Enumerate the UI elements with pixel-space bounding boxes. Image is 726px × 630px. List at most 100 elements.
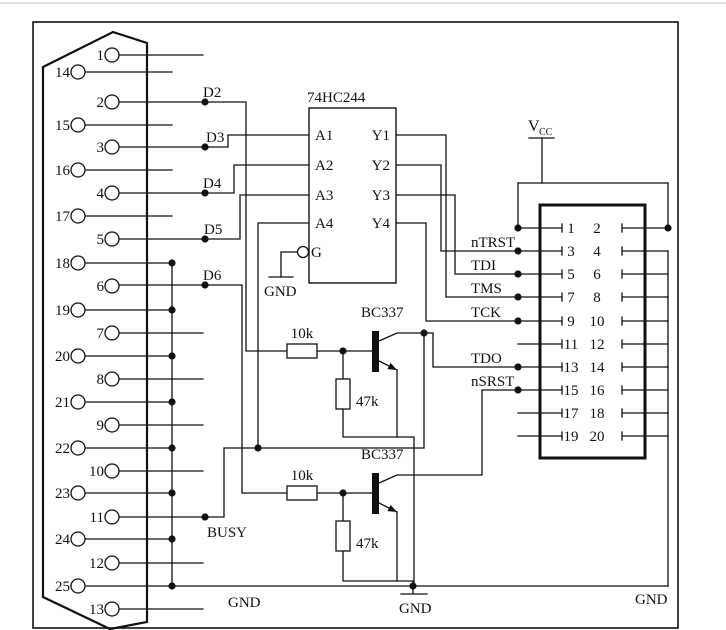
db25-pin-circle-1	[104, 47, 120, 63]
label-16: 16	[590, 383, 606, 399]
db25-pin-circle-4	[104, 185, 120, 201]
junction-dot-12	[168, 535, 176, 543]
label-tdo: TDO	[471, 351, 502, 367]
emitter-arrow-0	[387, 362, 397, 370]
label-a4: A4	[315, 216, 334, 232]
label-tdi: TDI	[471, 258, 496, 274]
label-5: 5	[97, 232, 105, 248]
label-13: 13	[564, 360, 579, 376]
db25-pin-circle-6	[104, 278, 120, 294]
transistor-base-bar-0	[372, 331, 379, 372]
resistor-body-1	[335, 378, 351, 410]
label-3: 3	[97, 140, 105, 156]
label-10k: 10k	[291, 468, 314, 484]
label-1: 1	[567, 221, 575, 237]
label-nsrst: nSRST	[471, 374, 514, 390]
wire-26	[257, 222, 310, 449]
junction-dot-2	[201, 189, 209, 197]
label-22: 22	[55, 441, 70, 457]
label-4: 4	[593, 244, 601, 260]
label-21: 21	[55, 395, 70, 411]
label-9: 9	[567, 314, 575, 330]
label-tck: TCK	[471, 305, 501, 321]
junction-dot-3	[201, 235, 209, 243]
label-cc: CC	[539, 127, 553, 138]
wire-31	[395, 194, 519, 275]
label-y3: Y3	[372, 188, 390, 204]
label-ntrst: nTRST	[471, 235, 515, 251]
db25-pin-circle-11	[104, 509, 120, 525]
label-15: 15	[564, 383, 579, 399]
label-74hc244: 74HC244	[307, 90, 366, 106]
resistor-body-0	[286, 343, 318, 359]
wire-30	[395, 164, 519, 252]
label-7: 7	[97, 326, 105, 342]
wire-2	[118, 101, 288, 352]
label-47k: 47k	[356, 394, 379, 410]
label-14: 14	[55, 65, 71, 81]
junction-dot-10	[168, 444, 176, 452]
junction-dot-0	[201, 98, 209, 106]
db25-pin-circle-3	[104, 139, 120, 155]
junction-dot-1	[201, 143, 209, 151]
label-gnd: GND	[264, 284, 297, 300]
db25-pin-circle-24	[70, 531, 86, 547]
label-20: 20	[590, 429, 605, 445]
label-a2: A2	[315, 158, 333, 174]
label-24: 24	[55, 532, 71, 548]
wire-27	[280, 251, 298, 278]
junction-dot-18	[409, 582, 417, 590]
db25-pin-circle-17	[70, 208, 86, 224]
label-18: 18	[55, 256, 70, 272]
label-2: 2	[593, 221, 601, 237]
label-15: 15	[55, 118, 70, 134]
label-d4: D4	[203, 176, 222, 192]
label-3: 3	[567, 244, 575, 260]
label-v: V	[528, 118, 540, 135]
label-5: 5	[567, 267, 575, 283]
label-47k: 47k	[356, 536, 379, 552]
wire-4	[118, 134, 310, 148]
db25-pin-circle-18	[70, 255, 86, 271]
db25-pin-circle-9	[104, 417, 120, 433]
wire-43	[378, 389, 519, 484]
db25-pin-circle-22	[70, 440, 86, 456]
label-13: 13	[89, 602, 104, 618]
label-y2: Y2	[372, 158, 390, 174]
label-d5: D5	[204, 222, 222, 238]
db25-pin-circle-8	[104, 371, 120, 387]
junction-dot-14	[339, 347, 347, 355]
db25-pin-circle-7	[104, 325, 120, 341]
junction-dot-17	[420, 329, 428, 337]
label-12: 12	[590, 337, 605, 353]
wire-6	[118, 164, 310, 194]
db25-pin-circle-20	[70, 348, 86, 364]
label-8: 8	[97, 372, 105, 388]
label-18: 18	[590, 406, 605, 422]
label-12: 12	[89, 556, 104, 572]
db25-pin-circle-2	[104, 94, 120, 110]
label-y1: Y1	[372, 128, 390, 144]
label-6: 6	[593, 267, 601, 283]
junction-dot-22	[514, 293, 522, 301]
db25-pin-circle-15	[70, 117, 86, 133]
label-19: 19	[564, 429, 579, 445]
label-busy: BUSY	[207, 525, 247, 541]
label-10: 10	[590, 314, 605, 330]
label-25: 25	[55, 579, 70, 595]
label-gnd: GND	[228, 595, 261, 611]
label-16: 16	[55, 163, 71, 179]
label-d6: D6	[203, 268, 222, 284]
label-bc337: BC337	[361, 305, 404, 321]
junction-dot-20	[514, 247, 522, 255]
db25-pin-circle-23	[70, 485, 86, 501]
label-10k: 10k	[291, 326, 314, 342]
label-7: 7	[567, 290, 575, 306]
junction-dot-23	[514, 317, 522, 325]
db25-pin-circle-13	[104, 601, 120, 617]
junction-dot-4	[201, 281, 209, 289]
junction-dot-19	[514, 224, 522, 232]
db25-pin-circle-16	[70, 162, 86, 178]
label-6: 6	[97, 279, 105, 295]
